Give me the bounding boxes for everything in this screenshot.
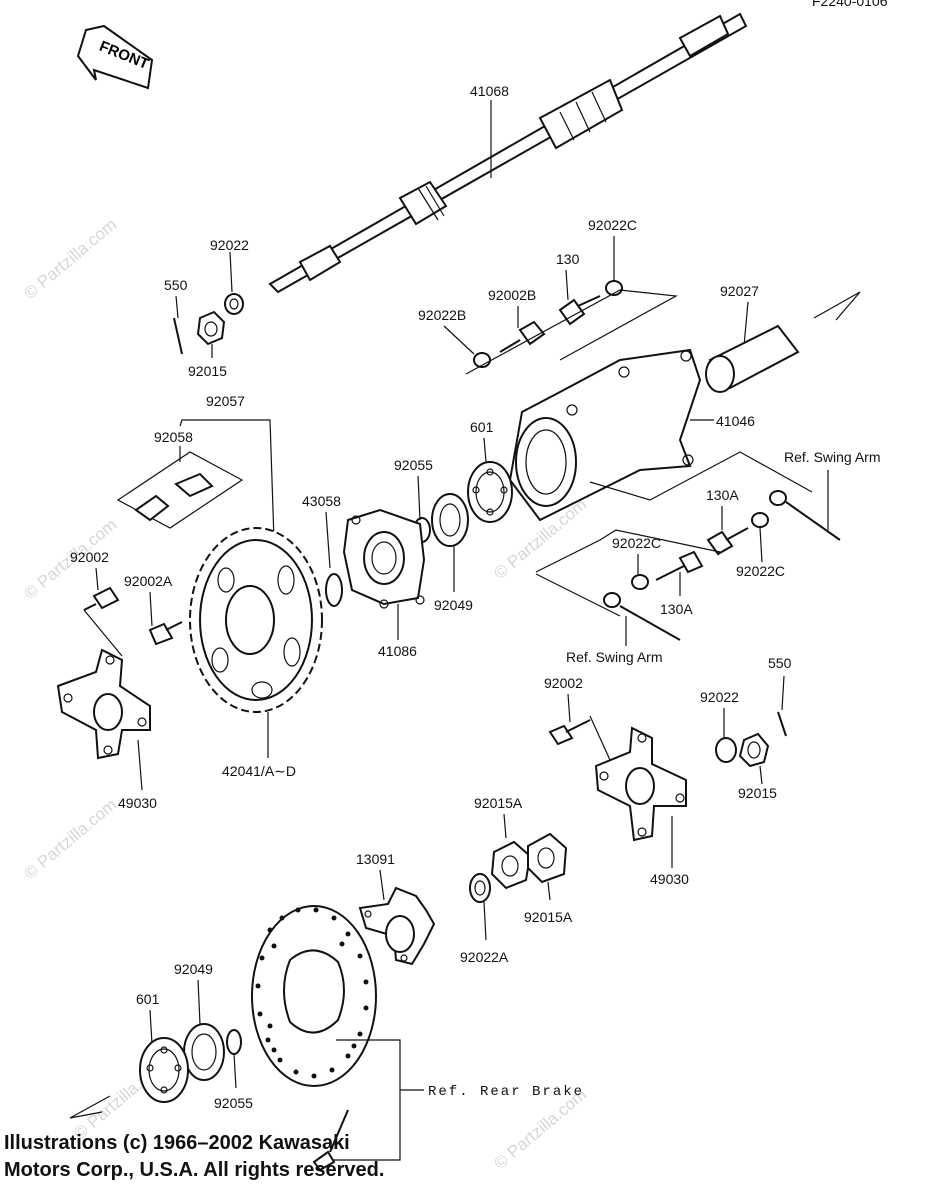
label-92022A: 92022A bbox=[460, 949, 509, 965]
label-49030-right: 49030 bbox=[650, 871, 689, 887]
hub-49030-left bbox=[56, 648, 151, 760]
label-92015A-bottom: 92015A bbox=[524, 909, 573, 925]
label-601-bottom: 601 bbox=[136, 991, 160, 1007]
washer-92022-right bbox=[715, 737, 737, 763]
brake-hub-13091 bbox=[358, 886, 436, 966]
watermark: © Partzilla.com bbox=[20, 215, 120, 303]
label-92058: 92058 bbox=[154, 429, 193, 445]
nut-92015A-a bbox=[490, 840, 532, 890]
label-92022C-top: 92022C bbox=[588, 217, 637, 233]
nut-92015-right bbox=[738, 732, 770, 768]
label-92055-bottom: 92055 bbox=[214, 1095, 253, 1111]
label-92002B: 92002B bbox=[488, 287, 536, 303]
sleeve-92027 bbox=[705, 324, 800, 393]
label-92015-right: 92015 bbox=[738, 785, 777, 801]
bolt-92002-left bbox=[92, 586, 120, 610]
label-92057: 92057 bbox=[206, 393, 245, 409]
brake-disc bbox=[251, 905, 377, 1087]
bolt-92002A bbox=[148, 622, 174, 646]
label-13091: 13091 bbox=[356, 851, 395, 867]
label-41046: 41046 bbox=[716, 413, 755, 429]
washer-92022 bbox=[224, 293, 244, 315]
label-601-top: 601 bbox=[470, 419, 494, 435]
oil-seal-92049-bottom bbox=[183, 1023, 225, 1081]
master-link-92058 bbox=[134, 472, 214, 522]
oil-seal-92049-top bbox=[431, 493, 469, 547]
front-arrow-icon: FRONT bbox=[76, 24, 154, 90]
label-92015A-top: 92015A bbox=[474, 795, 523, 811]
ref-swing-arm-mid: Ref. Swing Arm bbox=[566, 649, 662, 665]
bearing-601-top bbox=[467, 461, 513, 523]
sprocket-hub-41086 bbox=[342, 508, 426, 609]
label-92022-top: 92022 bbox=[210, 237, 249, 253]
washer-92022A bbox=[469, 873, 491, 903]
label-92049-top: 92049 bbox=[434, 597, 473, 613]
copyright-line-1: Illustrations (c) 1966–2002 Kawasaki bbox=[4, 1132, 350, 1154]
label-92015-top: 92015 bbox=[188, 363, 227, 379]
label-43058: 43058 bbox=[302, 493, 341, 509]
label-42041: 42041/A∼D bbox=[222, 763, 296, 779]
hub-49030-right bbox=[594, 726, 687, 842]
label-130A-top: 130A bbox=[706, 487, 739, 503]
label-550-top: 550 bbox=[164, 277, 188, 293]
label-92027: 92027 bbox=[720, 283, 759, 299]
label-130: 130 bbox=[556, 251, 580, 267]
nut-92015A-b bbox=[527, 832, 568, 884]
bolt-92002B bbox=[518, 320, 546, 346]
copyright-line-2: Motors Corp., U.S.A. All rights reserved… bbox=[4, 1159, 385, 1181]
label-41086: 41086 bbox=[378, 643, 417, 659]
label-41068: 41068 bbox=[470, 83, 509, 99]
watermark: © Partzilla.com bbox=[20, 795, 120, 883]
bearing-601-bottom bbox=[139, 1037, 189, 1103]
ref-swing-arm-right: Ref. Swing Arm bbox=[784, 449, 880, 465]
copyright-notice: Illustrations (c) 1966–2002 Kawasaki Mot… bbox=[4, 1130, 524, 1184]
castle-nut-92015 bbox=[196, 310, 226, 346]
rear-axle bbox=[268, 12, 748, 294]
label-130A-bottom: 130A bbox=[660, 601, 693, 617]
bolt-92002-mid bbox=[548, 724, 574, 746]
label-550-right: 550 bbox=[768, 655, 792, 671]
label-92055-top: 92055 bbox=[394, 457, 433, 473]
axle-housing-41046 bbox=[508, 348, 702, 522]
label-49030-left: 49030 bbox=[118, 795, 157, 811]
label-92022C-mid: 92022C bbox=[612, 535, 661, 551]
label-92022C-right: 92022C bbox=[736, 563, 785, 579]
label-92022B: 92022B bbox=[418, 307, 466, 323]
sprocket-42041 bbox=[189, 527, 323, 713]
label-92002-mid: 92002 bbox=[544, 675, 583, 691]
label-92002-left: 92002 bbox=[70, 549, 109, 565]
diagram-code: F2240-0106 bbox=[812, 0, 888, 9]
label-92022-right: 92022 bbox=[700, 689, 739, 705]
label-92002A: 92002A bbox=[124, 573, 173, 589]
label-92049-bottom: 92049 bbox=[174, 961, 213, 977]
ref-rear-brake: Ref. Rear Brake bbox=[428, 1084, 584, 1100]
